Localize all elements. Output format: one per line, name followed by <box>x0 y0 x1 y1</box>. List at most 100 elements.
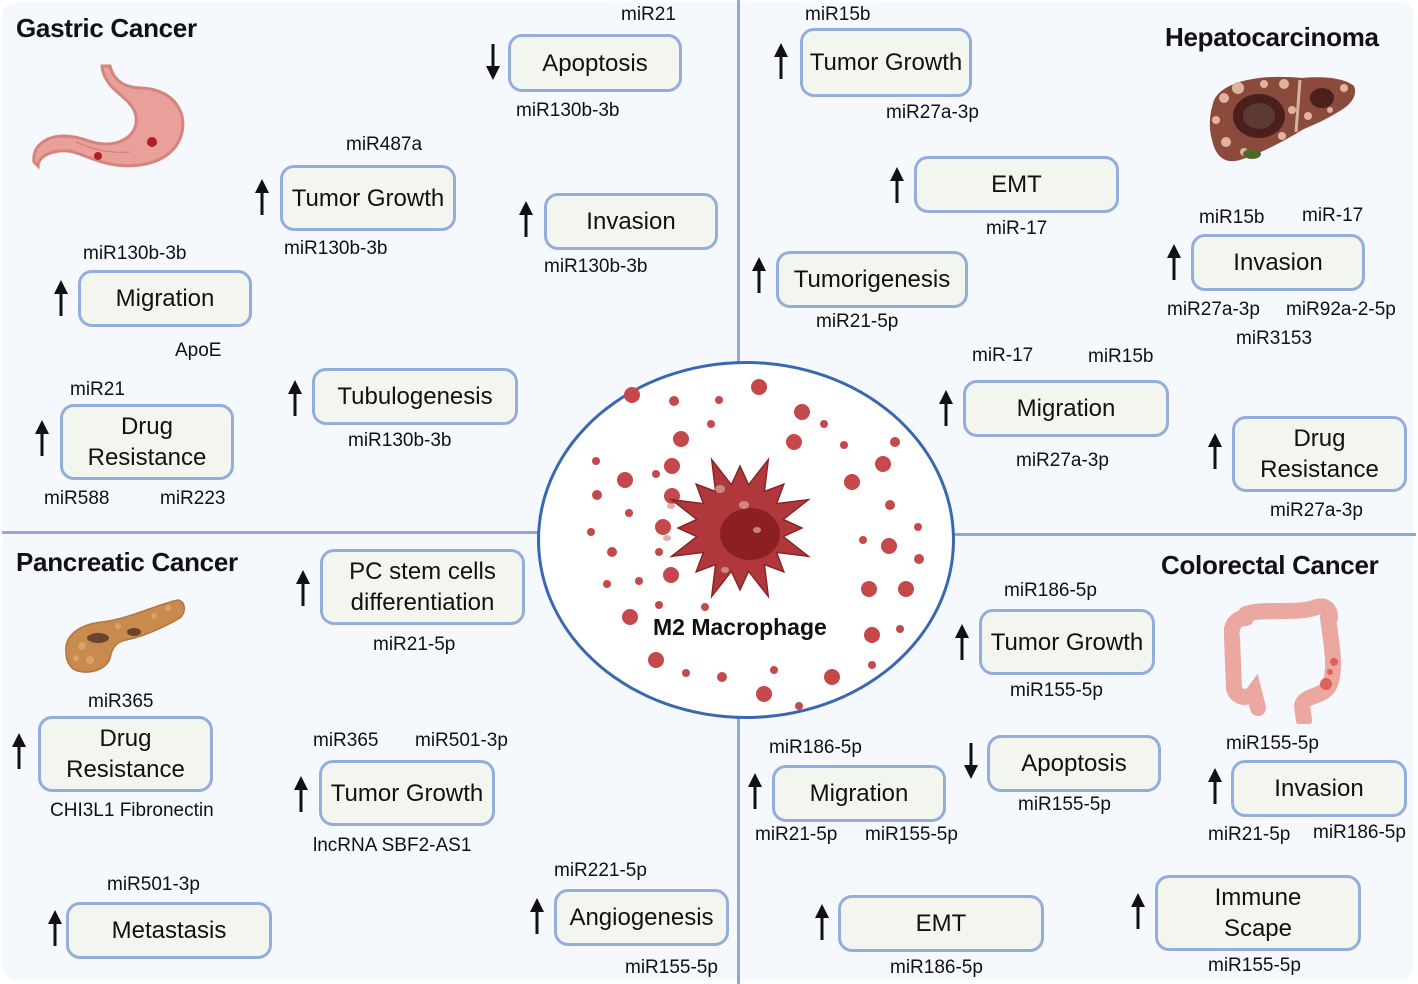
up-arrow-icon <box>752 257 766 293</box>
pancreatic-tumor-growth-mirna-below: lncRNA SBF2-AS1 <box>313 835 472 856</box>
pancreatic-angiogenesis-mirna-above: miR221-5p <box>554 860 647 881</box>
vesicle-9 <box>890 437 900 447</box>
vesicle-7 <box>786 434 802 450</box>
gastric-tumor-growth-mirna-below: miR130b-3b <box>284 238 388 259</box>
colon-icon <box>1224 598 1342 724</box>
divider-horizontal-left <box>2 531 542 534</box>
up-arrow-icon <box>955 624 969 660</box>
colorectal-invasion-mirna-below-2: miR186-5p <box>1313 822 1406 843</box>
colorectal-migration-box: Migration <box>772 765 946 822</box>
colorectal-apoptosis-box: Apoptosis <box>987 735 1161 792</box>
hepato-migration-mirna-above-1: miR-17 <box>972 345 1034 366</box>
vesicle-2 <box>715 396 723 404</box>
vesicle-1 <box>669 396 679 406</box>
macrophage-cell-icon <box>663 457 811 599</box>
vesicle-24 <box>859 536 867 544</box>
up-arrow-icon <box>296 570 310 606</box>
colorectal-tumor-growth-box: Tumor Growth <box>979 609 1155 675</box>
vesicle-32 <box>861 581 877 597</box>
up-arrow-icon <box>774 43 788 79</box>
liver-icon <box>1209 76 1356 162</box>
gastric-tubulogenesis-box: Tubulogenesis <box>312 368 518 425</box>
gastric-tubulogenesis-mirna-below: miR130b-3b <box>348 430 452 451</box>
vesicle-45 <box>795 702 803 710</box>
vesicle-28 <box>914 554 924 564</box>
gastric-migration-box: Migration <box>78 270 252 327</box>
colorectal-tumor-growth-mirna-below: miR155-5p <box>1010 680 1103 701</box>
gastric-tumor-growth-mirna-above: miR487a <box>346 134 423 155</box>
hepato-tumor-growth-box: Tumor Growth <box>800 28 972 97</box>
vesicle-15 <box>664 458 680 474</box>
colorectal-title: Colorectal Cancer <box>1161 550 1379 580</box>
vesicle-23 <box>881 538 897 554</box>
vesicle-17 <box>592 490 602 500</box>
vesicle-10 <box>840 441 848 449</box>
pancreatic-tumor-growth-mirna-above-1: miR365 <box>313 730 379 751</box>
hepato-tumor-growth-mirna-above: miR15b <box>805 4 871 25</box>
up-arrow-icon <box>1208 433 1222 469</box>
colorectal-immune-scape-mirna-below: miR155-5p <box>1208 955 1301 976</box>
vesicle-13 <box>617 472 633 488</box>
vesicle-25 <box>607 547 617 557</box>
pancreatic-drug-resistance-box: Drug Resistance <box>38 716 213 792</box>
vesicle-41 <box>770 666 778 674</box>
pancreatic-metastasis-mirna-above: miR501-3p <box>107 874 200 895</box>
gastric-drug-resistance-mirna-above: miR21 <box>70 379 125 400</box>
vesicle-11 <box>875 456 891 472</box>
hepato-invasion-mirna-below-3: miR3153 <box>1236 328 1313 349</box>
down-arrow-icon <box>486 44 500 80</box>
hepato-drug-resistance-box: Drug Resistance <box>1232 416 1407 492</box>
gastric-title: Gastric Cancer <box>16 13 197 43</box>
hepato-emt-mirna-below: miR-17 <box>986 218 1048 239</box>
colorectal-migration-mirna-below-1: miR21-5p <box>755 824 838 845</box>
vesicle-46 <box>701 603 709 611</box>
vesicle-0 <box>624 387 640 403</box>
down-arrow-icon <box>964 743 978 779</box>
hepato-invasion-mirna-below-2: miR92a-2-5p <box>1286 299 1396 320</box>
pancreatic-pc-stem-cells-box: PC stem cells differentiation <box>320 549 525 625</box>
vesicle-35 <box>622 609 638 625</box>
pancreatic-angiogenesis-box: Angiogenesis <box>554 889 729 946</box>
pancreatic-drug-resistance-mirna-below: CHI3L1 Fibronectin <box>50 800 214 821</box>
hepato-drug-resistance-mirna-below: miR27a-3p <box>1270 500 1363 521</box>
pancreatic-angiogenesis-mirna-below: miR155-5p <box>625 957 718 978</box>
vesicle-6 <box>673 431 689 447</box>
vesicle-21 <box>655 519 671 535</box>
up-arrow-icon <box>1208 768 1222 804</box>
colorectal-invasion-mirna-above: miR155-5p <box>1226 733 1319 754</box>
gastric-invasion-box: Invasion <box>544 193 718 250</box>
hepato-invasion-mirna-below-1: miR27a-3p <box>1167 299 1260 320</box>
up-arrow-icon <box>890 167 904 203</box>
vesicle-3 <box>751 379 767 395</box>
up-arrow-icon <box>939 390 953 426</box>
vesicle-40 <box>717 672 727 682</box>
hepato-migration-box: Migration <box>963 380 1169 437</box>
gastric-drug-resistance-box: Drug Resistance <box>60 404 234 480</box>
vesicle-42 <box>824 669 840 685</box>
divider-horizontal-right <box>950 533 1416 536</box>
vesicle-31 <box>635 577 643 585</box>
pancreatic-tumor-growth-box: Tumor Growth <box>319 760 495 826</box>
vesicle-16 <box>844 474 860 490</box>
vesicle-38 <box>648 652 664 668</box>
gastric-migration-mirna-below: ApoE <box>175 340 222 361</box>
vesicle-4 <box>794 404 810 420</box>
vesicle-39 <box>682 669 690 677</box>
up-arrow-icon <box>1167 244 1181 280</box>
up-arrow-icon <box>54 280 68 316</box>
colorectal-invasion-mirna-below-1: miR21-5p <box>1208 824 1291 845</box>
vesicle-44 <box>756 686 772 702</box>
vesicle-37 <box>896 625 904 633</box>
hepato-migration-mirna-above-2: miR15b <box>1088 346 1154 367</box>
vesicle-12 <box>592 457 600 465</box>
up-arrow-icon <box>519 201 533 237</box>
vesicle-8 <box>820 420 828 428</box>
up-arrow-icon <box>35 420 49 456</box>
divider-vertical-bottom <box>737 712 740 984</box>
colorectal-emt-box: EMT <box>838 895 1044 952</box>
up-arrow-icon <box>530 898 544 934</box>
hepato-invasion-mirna-above-2: miR-17 <box>1302 205 1364 226</box>
hepato-emt-box: EMT <box>914 156 1119 213</box>
vesicle-20 <box>885 500 895 510</box>
pancreatic-title: Pancreatic Cancer <box>16 547 238 577</box>
